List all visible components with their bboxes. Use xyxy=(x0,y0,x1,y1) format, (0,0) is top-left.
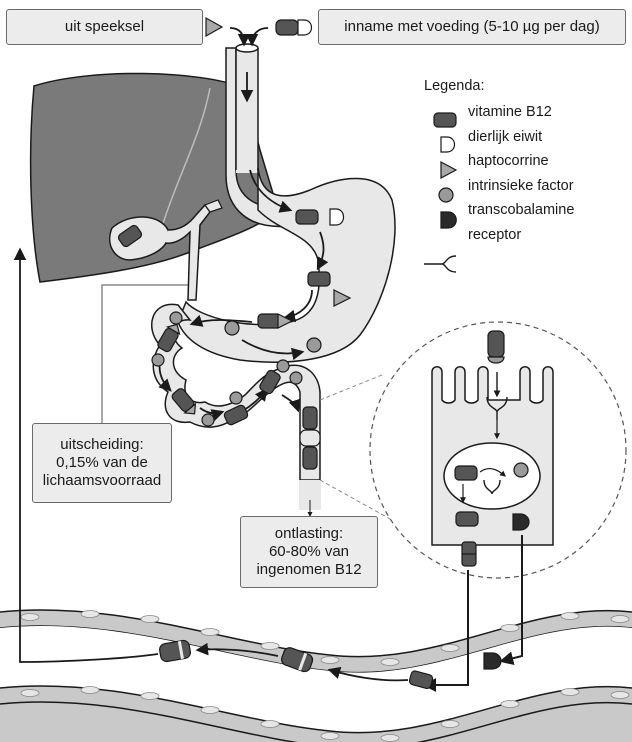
legend-label-transcobalamin: transcobalamine xyxy=(468,202,575,219)
molecules xyxy=(117,208,530,690)
input-molecules xyxy=(205,16,313,38)
transcobalamin-icon xyxy=(440,211,457,229)
saliva-label: uit speeksel xyxy=(64,18,145,35)
legend-item: intrinsieke factor xyxy=(424,174,624,199)
intrinsic-factor-icon xyxy=(438,187,454,203)
excretion-line-2: 0,15% van de xyxy=(56,454,148,471)
legend-icons xyxy=(424,112,458,273)
excretion-line xyxy=(101,284,188,424)
excretion-line-1: uitscheiding: xyxy=(60,436,144,453)
animal-protein-icon xyxy=(440,136,456,153)
flow-arrows xyxy=(13,27,523,692)
food-intake-box: inname met voeding (5-10 µg per dag) xyxy=(318,9,626,45)
legend-label-haptocorrin: haptocorrine xyxy=(468,153,549,170)
enterocyte-zoom xyxy=(319,321,627,579)
vitamin-b12-icon xyxy=(433,112,457,128)
legend-title: Legenda: xyxy=(424,78,485,94)
food-intake-label: inname met voeding (5-10 µg per dag) xyxy=(344,18,600,35)
feces-line-3: ingenomen B12 xyxy=(256,561,362,578)
receptor-icon xyxy=(424,255,457,273)
legend-item: receptor xyxy=(424,223,624,248)
excretion-line-3: lichaamsvoorraad xyxy=(42,472,162,489)
feces-line-2: 60-80% van xyxy=(268,543,350,560)
legend-item: dierlijk eiwit xyxy=(424,125,624,150)
receptor-shapes xyxy=(483,396,508,495)
legend: Legenda: vitamine B12 dierlijk eiwit hap… xyxy=(424,78,624,247)
feces-line-1: ontlasting: xyxy=(274,525,344,542)
excretion-box: uitscheiding: 0,15% van de lichaamsvoorr… xyxy=(32,423,172,503)
legend-item: vitamine B12 xyxy=(424,100,624,125)
legend-label-intrinsic-factor: intrinsieke factor xyxy=(468,177,574,194)
legend-label-receptor: receptor xyxy=(468,226,522,243)
blood-vessel xyxy=(0,609,632,742)
legend-label-animal-protein: dierlijk eiwit xyxy=(468,128,543,145)
legend-item: transcobalamine xyxy=(424,198,624,223)
haptocorrin-icon xyxy=(440,161,458,179)
legend-label-vitamin-b12: vitamine B12 xyxy=(468,104,552,121)
legend-item: haptocorrine xyxy=(424,149,624,174)
feces-box: ontlasting: 60-80% van ingenomen B12 xyxy=(240,516,378,588)
saliva-box: uit speeksel xyxy=(6,9,203,45)
